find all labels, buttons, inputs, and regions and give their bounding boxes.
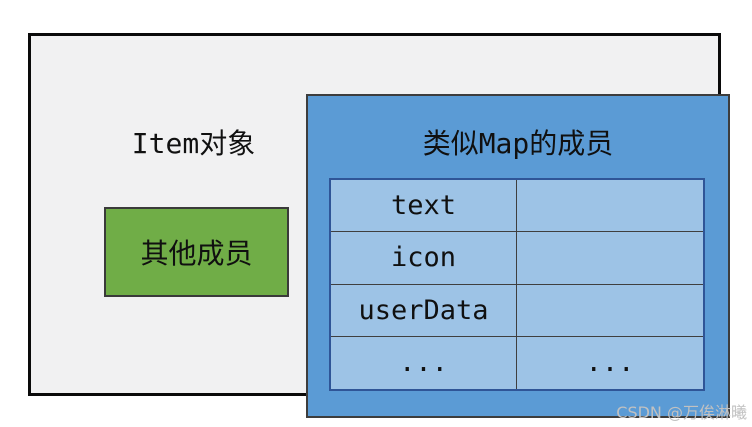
table-cell-value — [517, 180, 703, 233]
map-members-box: 类似Map的成员 text icon userData ... ... — [306, 94, 730, 418]
table-cell-value: ... — [585, 347, 635, 379]
table-cell-value — [517, 232, 703, 285]
item-object-box: Item对象 其他成员 类似Map的成员 text icon userData … — [28, 33, 730, 418]
table-cell-value — [517, 285, 703, 337]
table-cell-key: text — [331, 180, 517, 233]
map-members-title: 类似Map的成员 — [422, 127, 614, 160]
csdn-watermark: CSDN @万俟淋曦 — [616, 403, 747, 422]
members-table: text icon userData ... ... — [329, 178, 705, 391]
other-members-box: 其他成员 — [104, 207, 289, 297]
other-members-label: 其他成员 — [140, 237, 253, 270]
table-cell-key: ... — [331, 336, 517, 389]
table-cell-key: icon — [331, 232, 517, 285]
table-cell-key: userData — [331, 284, 517, 337]
item-object-label: Item对象 — [131, 127, 256, 160]
